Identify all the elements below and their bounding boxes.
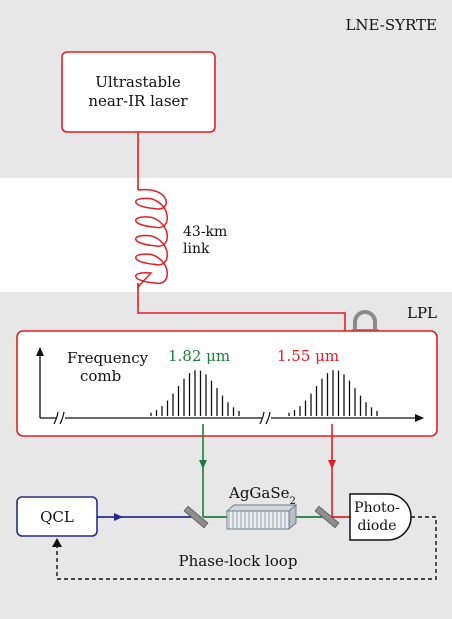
phase-lock-label: Phase-lock loop	[179, 552, 298, 570]
photodiode-shape	[349, 493, 412, 541]
photodiode-label-line2: diode	[357, 518, 396, 534]
comb-teeth	[150, 370, 378, 416]
site-label-lpl: LPL	[407, 304, 437, 322]
qcl-label: QCL	[40, 508, 74, 526]
comb-label-line2: comb	[80, 367, 121, 385]
wavelength-red: 1.55 μm	[277, 347, 339, 365]
crystal-label: AgGaSe2	[228, 484, 296, 507]
link-label-line2: link	[183, 241, 210, 257]
comb-box	[16, 330, 438, 437]
axis-break-right	[259, 410, 271, 426]
axis-break-left	[53, 410, 65, 426]
fiber-coil	[135, 188, 168, 289]
site-label-lne-syrte: LNE-SYRTE	[345, 16, 437, 34]
phase-lock-loop-line	[56, 516, 437, 580]
comb-label-line1: Frequency	[67, 349, 149, 367]
aggase2-crystal	[225, 504, 298, 530]
laser-label-line2: near-IR laser	[88, 92, 188, 110]
phase-lock-arrowhead	[52, 538, 62, 547]
link-label-line1: 43-km	[183, 224, 227, 240]
mirror-left	[183, 505, 209, 529]
qcl-box	[16, 496, 98, 537]
laser-label-line1: Ultrastable	[95, 73, 181, 91]
photodiode-label-line1: Photo-	[354, 500, 400, 516]
mirror-right	[314, 505, 340, 529]
wavelength-green: 1.82 μm	[168, 347, 230, 365]
